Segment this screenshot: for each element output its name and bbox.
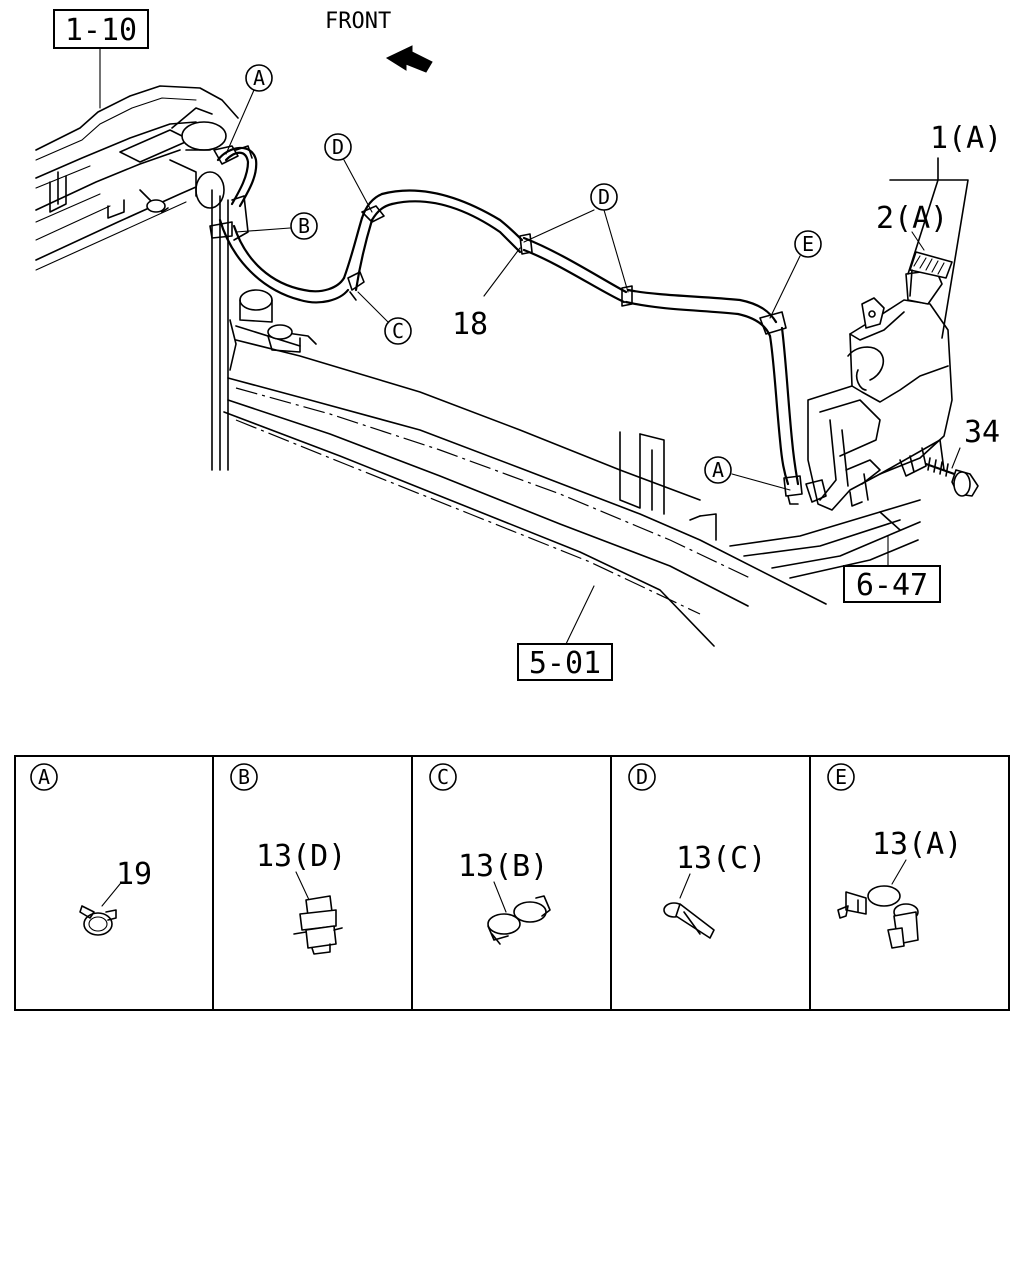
leader-tank-assembly [889,157,969,339]
leader-frame [565,585,595,645]
callout-d-mid: D [590,183,618,211]
leader-bolt [951,447,961,469]
detail-panel-d: D 13(C) [628,763,766,939]
svg-text:5-01: 5-01 [529,646,601,681]
frame-drawing [223,289,921,647]
ref-box-bracket[interactable]: 6-47 [843,565,941,603]
leader-callout-e [769,255,801,319]
detail-panels [14,755,1010,1011]
detail-panel-b: B 13(D) [230,763,346,955]
callout-b: B [290,212,318,240]
washer-hose [216,146,800,486]
ref-box-radiator[interactable]: 1-10 [53,9,149,49]
detail-panel-a: A 19 [30,763,152,936]
label-part-13d: 13(D) [256,839,346,874]
callout-a-bottom: A [704,456,732,484]
svg-text:E: E [802,232,814,256]
svg-text:D: D [598,185,610,209]
callout-d-left: D [324,133,352,161]
leader-callout-a-top [225,89,255,155]
svg-text:B: B [238,765,250,789]
label-tank-assembly: 1(A) [930,121,1002,156]
label-cap: 2(A) [876,201,948,236]
callout-c: C [384,317,412,345]
svg-text:1-10: 1-10 [65,13,137,48]
svg-text:A: A [712,458,724,482]
leader-callout-d-mid [523,209,629,293]
svg-text:A: A [38,765,50,789]
hose-clips [209,145,827,505]
svg-text:E: E [835,765,847,789]
leader-callout-d-left [343,159,373,213]
label-part-13b: 13(B) [458,849,548,884]
clip-13d-icon [293,895,343,955]
leader-cap [911,231,925,251]
svg-text:D: D [332,135,344,159]
svg-text:D: D [636,765,648,789]
svg-text:C: C [392,319,404,343]
clip-13a-icon [837,885,919,949]
callout-a-top: A [245,64,273,92]
callout-e: E [794,230,822,258]
bolt-icon [924,457,979,497]
clip-13b-icon [487,895,551,945]
label-part-13a: 13(A) [872,827,962,862]
detail-panel-e: E 13(A) [827,763,962,949]
leader-callout-a-bottom [731,473,791,491]
washer-tank-drawing [807,251,953,511]
leader-hose [483,247,521,297]
front-label: FRONT [325,9,391,34]
ref-box-frame[interactable]: 5-01 [517,643,613,681]
front-arrow-icon [385,45,433,73]
label-part-13c: 13(C) [676,841,766,876]
hose-clamp-icon [79,905,117,936]
svg-text:A: A [253,66,265,90]
radiator-drawing [35,85,249,471]
leader-callout-b [235,227,291,233]
leader-callout-c [357,291,389,323]
label-hose: 18 [452,307,488,342]
label-bolt: 34 [964,415,1000,450]
svg-text:C: C [437,765,449,789]
svg-text:B: B [298,214,310,238]
clip-13c-icon [663,902,715,939]
label-part-19: 19 [116,857,152,892]
svg-text:6-47: 6-47 [856,568,928,603]
detail-panel-c: C 13(B) [429,763,551,945]
